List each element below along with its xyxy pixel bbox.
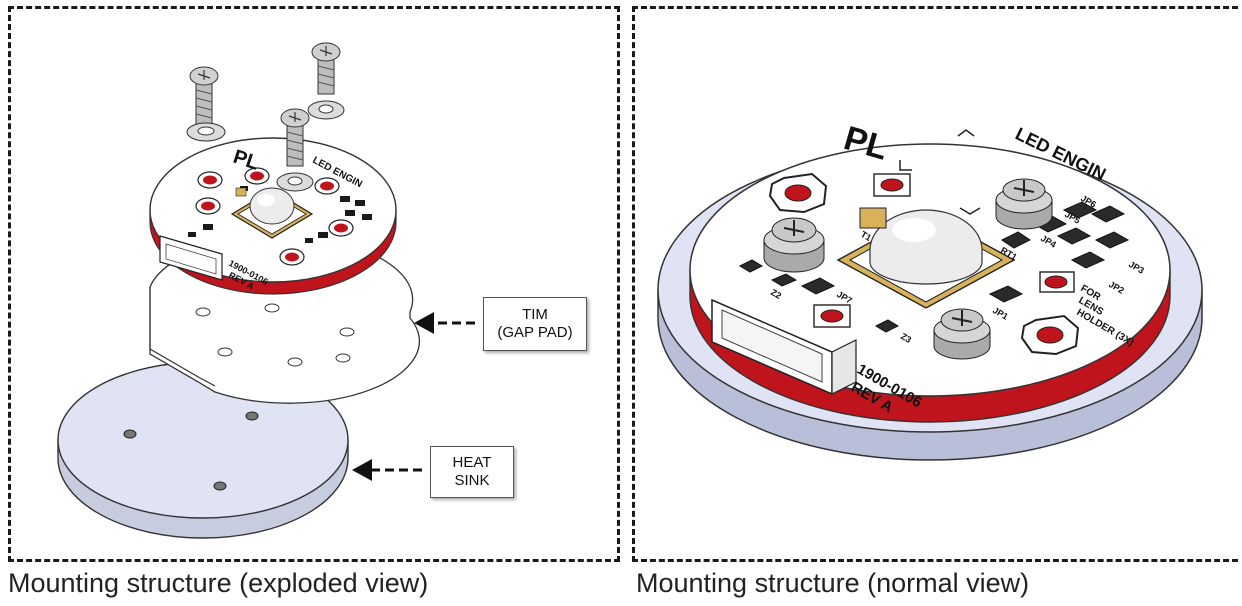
screw-assembled <box>933 308 991 360</box>
lens-holder-hole <box>1020 314 1080 356</box>
heat-sink-arrow <box>352 459 422 481</box>
screw-right <box>307 42 345 120</box>
exploded-view-caption: Mounting structure (exploded view) <box>8 568 429 598</box>
assembled-pcb: PL LED ENGIN 1900-0106 REV A FOR LENS HO… <box>689 119 1171 423</box>
ref-t1: T1 <box>859 229 873 243</box>
tim-callout-line2: (GAP PAD) <box>497 324 573 341</box>
tim-arrow <box>414 312 475 334</box>
screw-center <box>276 108 314 192</box>
screw-assembled <box>763 217 825 273</box>
tim-callout: TIM (GAP PAD) <box>483 297 587 351</box>
ref-z2: Z2 <box>769 287 783 301</box>
tim-callout-line1: TIM <box>522 306 548 323</box>
normal-view-caption: Mounting structure (normal view) <box>636 568 1030 598</box>
lens-holder-hole <box>768 172 828 214</box>
heat-sink-callout: HEAT SINK <box>430 446 514 498</box>
ref-z3: Z3 <box>899 331 913 345</box>
screw-group-exploded <box>186 42 345 192</box>
heat-sink-callout-line2: SINK <box>454 472 490 489</box>
pcb-board-exploded: PL LED ENGIN 1900-0106 REV A <box>149 137 397 295</box>
screw-assembled <box>995 178 1053 230</box>
screw-left <box>186 66 226 142</box>
heat-sink-callout-line1: HEAT <box>452 454 492 471</box>
